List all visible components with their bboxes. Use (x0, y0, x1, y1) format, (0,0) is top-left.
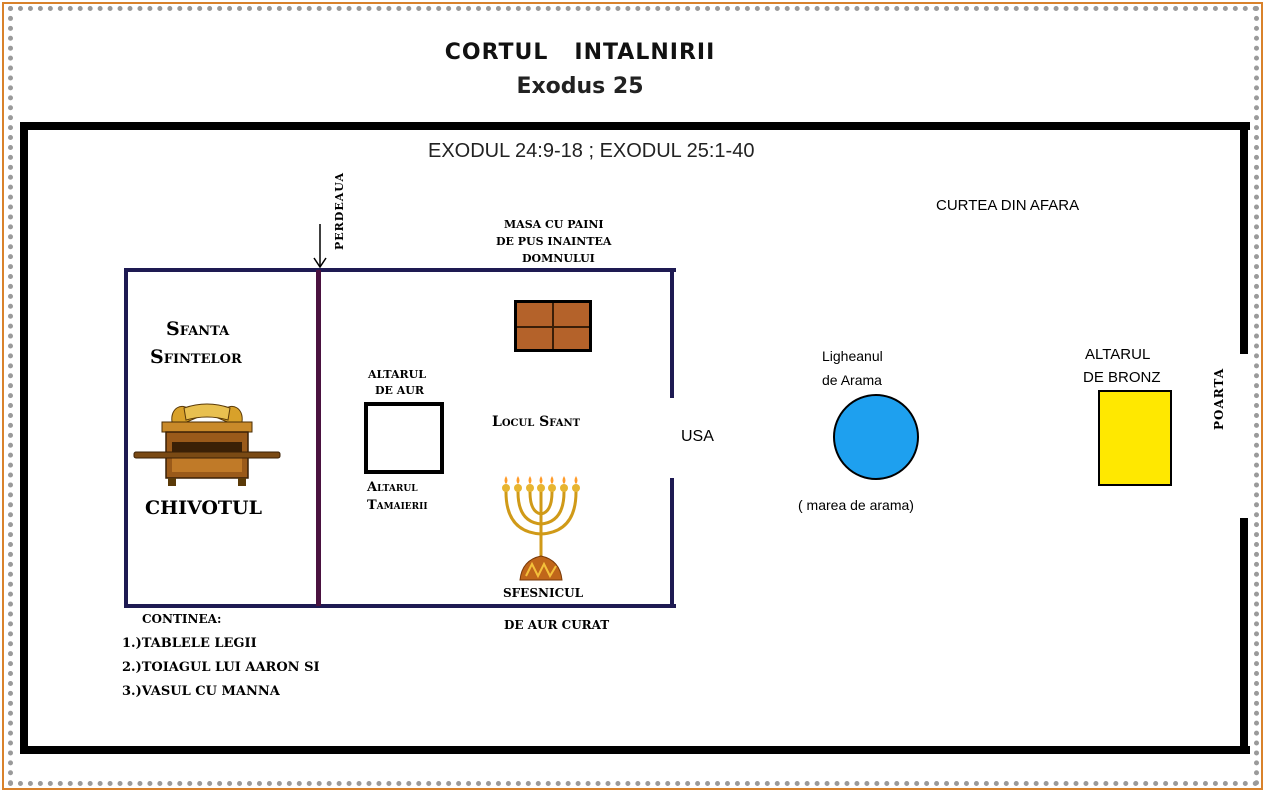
showbread-label-line2: DE PUS INAINTEA (496, 235, 612, 248)
bronze-laver (833, 394, 919, 480)
courtyard-wall-lower (1240, 518, 1248, 754)
gate-label: POARTA (1212, 367, 1226, 430)
outer-courtyard (20, 122, 1250, 754)
veil-divider (316, 270, 321, 606)
door-label: USA (681, 428, 714, 445)
courtyard-wall-upper (1240, 122, 1248, 354)
ark-label: CHIVOTUL (145, 497, 262, 519)
incense-altar-top-line2: DE AUR (375, 384, 425, 397)
contents-item: 1.)TABLELE LEGII (122, 636, 257, 651)
tabernacle-wall-upper (670, 268, 674, 398)
bronze-altar-label-line2: DE BRONZ (1083, 369, 1161, 386)
scripture-reference: EXODUL 24:9-18 ; EXODUL 25:1-40 (428, 140, 755, 162)
bronze-altar (1098, 390, 1172, 486)
ark-of-covenant-icon (133, 403, 281, 486)
lampstand-label-line1: SFESNICUL (503, 586, 584, 600)
laver-label-line2: de Arama (822, 372, 882, 388)
altar-of-incense (364, 402, 444, 474)
courtyard-label: CURTEA DIN AFARA (936, 197, 1080, 214)
veil-label: PERDEAUA (333, 171, 346, 250)
contents-item: 2.)TOIAGUL LUI AARON SI (122, 660, 320, 675)
menorah-icon (502, 476, 580, 581)
holy-of-holies-line2: Sfintelor (150, 346, 242, 368)
laver-note: ( marea de arama) (798, 497, 914, 513)
tabernacle-wall-lower (670, 478, 674, 608)
incense-altar-bottom-line1: Altarul (367, 480, 418, 495)
lampstand-label-line2: DE AUR CURAT (504, 618, 610, 632)
holy-place-label: Locul Sfant (492, 414, 581, 430)
contents-header: CONTINEA: (142, 612, 222, 626)
laver-label-line1: Ligheanul (822, 348, 883, 364)
bronze-altar-label-line1: ALTARUL (1085, 346, 1151, 363)
showbread-label-line3: DOMNULUI (522, 252, 595, 265)
incense-altar-bottom-line2: Tamaierii (367, 498, 428, 513)
incense-altar-top-line1: ALTARUL (368, 368, 426, 381)
holy-of-holies-line1: Sfanta (166, 318, 230, 340)
showbread-label-line1: MASA CU PAINI (504, 218, 604, 231)
showbread-table (514, 300, 592, 352)
diagram-title: CORTUL INTALNIRII (444, 40, 716, 65)
contents-item: 3.)VASUL CU MANNA (122, 684, 280, 699)
down-arrow-icon (313, 224, 327, 269)
dotted-border (8, 6, 1259, 786)
tabernacle-outline (124, 268, 676, 608)
diagram-subtitle: Exodus 25 (516, 74, 644, 99)
